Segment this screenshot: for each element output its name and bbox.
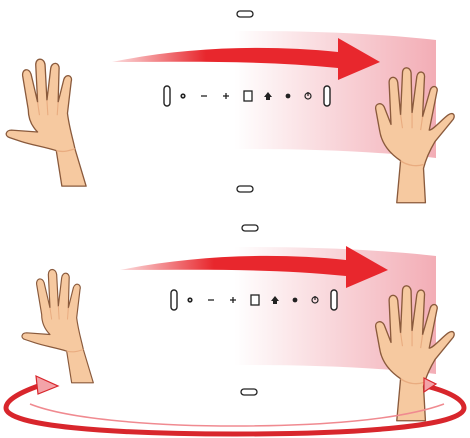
bottom-curved-band — [70, 247, 436, 374]
rotation-ring-path — [3, 381, 467, 437]
bottom-panel — [3, 224, 467, 437]
rotation-ring-arrow-right-icon — [423, 377, 438, 394]
top-pill-indicator — [236, 10, 254, 18]
bottom-center-pill-indicator — [240, 388, 258, 396]
bottom-swipe-arrow — [120, 246, 388, 288]
rotation-ring-highlight — [29, 403, 445, 427]
top-swipe-arrow — [112, 38, 380, 80]
bottom-pill-indicator — [241, 224, 259, 232]
rotation-ring-arrow-left-icon — [35, 375, 60, 395]
top-bottom-pill-indicator — [236, 185, 254, 193]
top-panel — [5, 10, 455, 204]
rotation-ring — [3, 375, 467, 437]
